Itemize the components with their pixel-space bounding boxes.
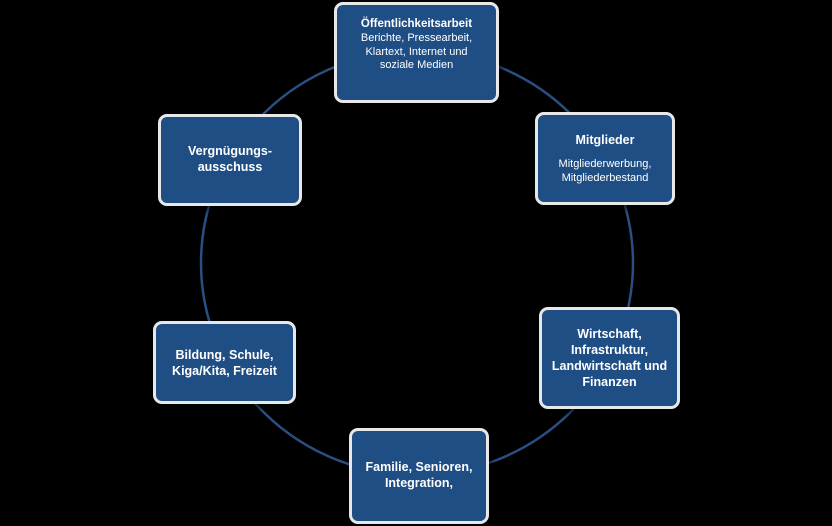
node-oeffentlichkeitsarbeit-title: Öffentlichkeitsarbeit xyxy=(360,18,473,31)
node-bildung: Bildung, Schule, Kiga/Kita, Freizeit xyxy=(153,321,296,404)
node-wirtschaft-title: Wirtschaft, Infrastruktur, Landwirtschaf… xyxy=(551,327,668,389)
node-vergnuegung: Vergnügungs- ausschuss xyxy=(158,114,302,206)
node-mitglieder-title: Mitglieder xyxy=(575,133,635,147)
node-oeffentlichkeitsarbeit-subtitle: Berichte, Pressearbeit, Klartext, Intern… xyxy=(360,32,473,72)
node-vergnuegung-title: Vergnügungs- ausschuss xyxy=(187,144,273,174)
node-oeffentlichkeitsarbeit: Öffentlichkeitsarbeit Berichte, Pressear… xyxy=(334,2,499,103)
node-familie-title: Familie, Senioren, Integration, xyxy=(365,460,473,490)
node-familie: Familie, Senioren, Integration, xyxy=(349,428,489,524)
node-wirtschaft: Wirtschaft, Infrastruktur, Landwirtschaf… xyxy=(539,307,680,409)
node-mitglieder: Mitglieder Mitgliederwerbung, Mitglieder… xyxy=(535,112,675,205)
node-bildung-title: Bildung, Schule, Kiga/Kita, Freizeit xyxy=(172,347,277,378)
node-mitglieder-subtitle: Mitgliederwerbung, Mitgliederbestand xyxy=(558,158,652,184)
